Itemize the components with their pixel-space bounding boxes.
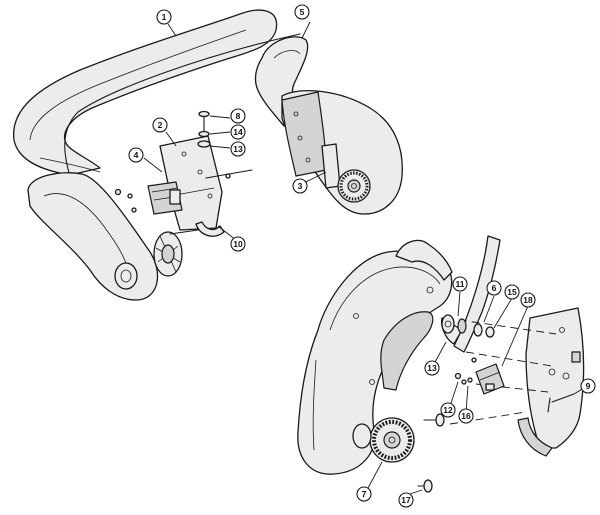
callout-label: 1 [162, 12, 167, 22]
callout-label: 10 [233, 239, 243, 249]
lever-washer-stack [440, 314, 495, 345]
callout-label: 2 [158, 120, 163, 130]
callout-5: 5 [294, 4, 310, 20]
callout-label: 8 [236, 111, 241, 121]
right-grip-side-plate [281, 91, 327, 177]
callout-15: 15 [504, 284, 520, 300]
bracket-hole-3 [207, 193, 213, 199]
right-plate-hole-2 [297, 135, 303, 141]
callout-2: 2 [152, 117, 168, 133]
housing-hole-2 [353, 313, 359, 319]
callout-label: 16 [461, 411, 471, 421]
left-grip-pivot-hole [114, 262, 138, 290]
callout-7: 7 [356, 486, 372, 502]
lower-switch [475, 363, 505, 395]
lower-housing-arm [395, 239, 453, 281]
bracket-hole-2 [197, 169, 203, 175]
bracket-hole-1 [181, 151, 187, 157]
callout-18: 18 [520, 292, 536, 308]
callout-16: 16 [458, 408, 474, 424]
alignment-line-2 [465, 351, 553, 367]
left-grip-housing [27, 172, 159, 301]
callout-12: 12 [440, 402, 456, 418]
handlebar-assembly [13, 9, 403, 301]
plate-hole-1 [559, 327, 565, 333]
callout-9: 9 [580, 378, 596, 394]
housing-hole-1 [426, 286, 434, 294]
callout-label: 7 [362, 489, 367, 499]
lower-housing-rim [329, 266, 441, 331]
lower-gear-wheel [369, 417, 415, 463]
lower-housing-edge [312, 359, 317, 451]
callout-label: 9 [586, 381, 591, 391]
lower-housing-slot [380, 311, 434, 391]
handlebar-tube [13, 9, 278, 176]
plate-slot-line [547, 397, 551, 413]
callout-11: 11 [452, 276, 468, 292]
housing-hole-3 [369, 379, 375, 385]
plate-hole-2 [548, 368, 556, 376]
right-plate-hole-3 [305, 157, 311, 163]
callout-1: 1 [156, 9, 172, 25]
callout-8: 8 [230, 108, 246, 124]
callout-label: 3 [298, 181, 303, 191]
leader-lines [143, 21, 585, 495]
callout-label: 5 [300, 7, 305, 17]
plate-slot [571, 351, 581, 363]
callout-label: 15 [507, 287, 517, 297]
callout-label: 12 [443, 405, 453, 415]
callout-13-lower: 13 [424, 360, 440, 376]
callout-label: 14 [233, 127, 243, 137]
callout-label: 6 [492, 283, 497, 293]
bracket-hook [195, 221, 225, 237]
switch-connector [169, 189, 181, 205]
callout-4: 4 [128, 147, 144, 163]
mounting-plate [525, 307, 585, 449]
handlebar-highlight [29, 29, 247, 141]
callout-label: 13 [427, 363, 437, 373]
handlebar-shading [39, 157, 101, 173]
mounting-plate-fold [517, 417, 553, 457]
lower-pivot-hole [352, 423, 372, 449]
right-gear-wheel [337, 169, 371, 203]
callout-label: 13 [233, 144, 243, 154]
callout-3: 3 [292, 178, 308, 194]
callout-label: 11 [456, 279, 465, 289]
left-gear-knob [153, 231, 183, 277]
callout-label: 18 [523, 295, 533, 305]
plate-hole-3 [562, 372, 570, 380]
callout-14: 14 [230, 124, 246, 140]
callout-label: 4 [134, 150, 139, 160]
right-plate-hole-1 [293, 111, 299, 117]
upper-fasteners [114, 110, 253, 235]
callout-label: 17 [401, 495, 411, 505]
callout-13-upper: 13 [230, 141, 246, 157]
lower-fasteners [417, 357, 575, 493]
right-grip-arm-edge [273, 50, 301, 59]
left-grip-pivot-bore [120, 269, 132, 283]
callout-10: 10 [230, 236, 246, 252]
lower-housing-assembly [297, 235, 585, 493]
handlebar-rod [64, 33, 301, 177]
callout-17: 17 [398, 492, 414, 508]
callout-6: 6 [486, 280, 502, 296]
